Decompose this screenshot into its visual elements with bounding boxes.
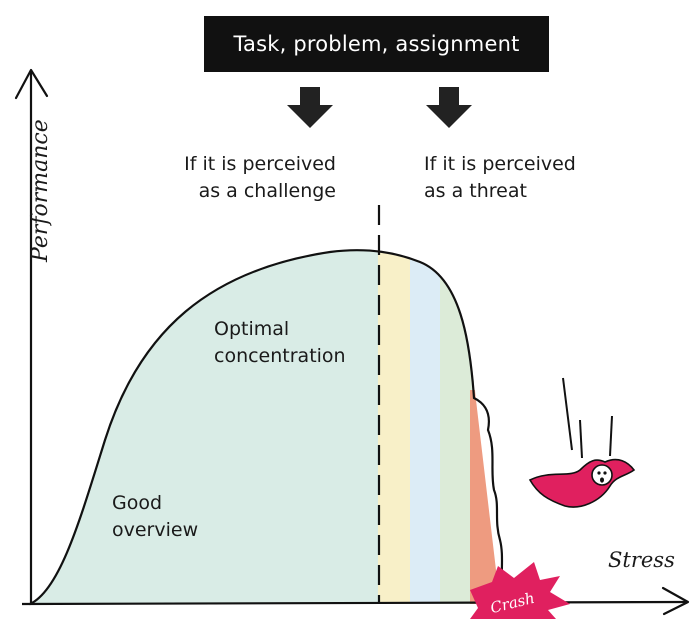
arrow-down-right [426, 87, 472, 128]
curve-area [30, 250, 500, 604]
arrow-down-left [287, 87, 333, 128]
x-axis [21, 600, 687, 606]
x-axis-arrowhead [661, 586, 690, 616]
x-axis-label: Stress [608, 548, 675, 572]
threat-label: If it is perceived as a threat [424, 153, 576, 202]
good-overview-label: Good overview [112, 492, 199, 541]
y-axis-arrowhead [14, 68, 49, 100]
performance-curve [28, 249, 508, 606]
y-axis-label: Performance [28, 119, 53, 262]
falling-figure [528, 377, 636, 508]
crash-burst [470, 562, 570, 619]
challenge-label: If it is perceived as a challenge [184, 153, 336, 202]
title-box: Task, problem, assignment [204, 16, 549, 72]
optimal-concentration-label: Optimal concentration [214, 318, 346, 367]
